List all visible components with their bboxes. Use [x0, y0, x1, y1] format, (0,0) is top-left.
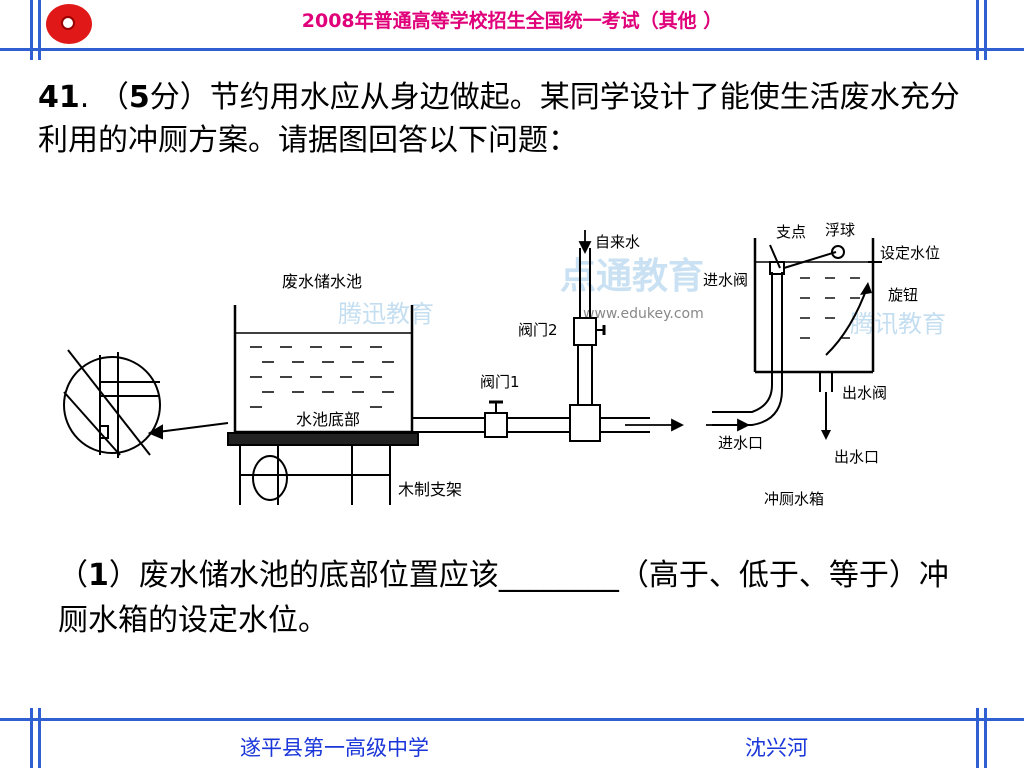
- outlet-label: 出水口: [834, 448, 879, 466]
- outlet-valve-label: 出水阀: [842, 384, 887, 402]
- tank-bottom-label: 水池底部: [296, 410, 360, 429]
- answer-blank: ________: [498, 558, 619, 593]
- inlet-label: 进水口: [718, 434, 763, 452]
- outlet-arrow: [821, 430, 831, 440]
- subquestion-prefix: （: [58, 558, 88, 593]
- toilet-tank-label: 冲厕水箱: [764, 490, 824, 508]
- score-open: （: [98, 80, 129, 115]
- watermark-diantong: 点通教育: [560, 256, 704, 297]
- knob-label: 旋钮: [888, 286, 918, 304]
- watermark-tengxun-2: 腾讯教育: [850, 310, 946, 338]
- subquestion-number: 1: [88, 558, 109, 593]
- footer-school: 遂平县第一高级中学: [240, 736, 429, 760]
- tank-label: 废水储水池: [282, 272, 362, 291]
- frame-right-bar-2: [984, 0, 987, 60]
- zoom-detail: [63, 349, 229, 458]
- subquestion-before: 废水储水池的底部位置应该: [138, 558, 499, 593]
- wooden-stand: [227, 432, 419, 505]
- valve1-label: 阀门1: [480, 373, 520, 391]
- valve2-label: 阀门2: [518, 321, 558, 339]
- fulcrum-label: 支点: [776, 223, 806, 241]
- float-ball-label: 浮球: [825, 221, 855, 239]
- frame-bottom-line: [0, 718, 1024, 721]
- question-number: 41: [38, 80, 80, 115]
- watermark-tengxun-1: 腾迅教育: [338, 300, 434, 328]
- question-score: 5: [128, 80, 150, 115]
- knob-icon: [860, 282, 872, 295]
- pipes: [412, 248, 650, 442]
- footer-teacher: 沈兴河: [745, 736, 808, 760]
- frame-left-bar-1: [30, 0, 33, 60]
- set-level-label: 设定水位: [880, 244, 940, 262]
- subquestion-text: （1）废水储水池的底部位置应该________（高于、低于、等于）冲厕水箱的设定…: [58, 553, 958, 643]
- score-close: 分）: [149, 80, 210, 115]
- frame-right-bar-1: [976, 0, 979, 60]
- frame-top-line: [0, 48, 1024, 51]
- tap-water-label: 自来水: [595, 233, 640, 251]
- question-body: 节约用水应从身边做起。某同学设计了能使生活废水充分利用的冲厕方案。请据图回答以下…: [38, 80, 960, 158]
- watermark-url: www.edukey.com: [583, 306, 704, 322]
- subquestion-suffix: ）: [108, 558, 139, 593]
- water-ripples: [250, 346, 394, 408]
- page-title: 2008年普通高等学校招生全国统一考试（其他 ）: [301, 10, 723, 32]
- subquestion-after: （高于、低于、等于）冲厕水箱的设定水位。: [58, 558, 949, 638]
- toilet-water-diagram: 腾迅教育 点通教育 腾讯教育 www.edukey.com 废水储水池 水池底部: [63, 221, 946, 508]
- frame-left-bar-2: [38, 0, 41, 60]
- frame-right-bottom-bar-1: [976, 708, 979, 768]
- question-text: 41. （5分）节约用水应从身边做起。某同学设计了能使生活废水充分利用的冲厕方案…: [38, 76, 968, 162]
- question-separator: .: [79, 80, 90, 115]
- logo-center-icon: [61, 16, 75, 30]
- frame-left-bottom-bar-2: [38, 708, 41, 768]
- frame-left-bottom-bar-1: [30, 708, 33, 768]
- stand-label: 木制支架: [398, 480, 462, 499]
- frame-right-bottom-bar-2: [984, 708, 987, 768]
- inlet-valve-label: 进水阀: [703, 271, 748, 289]
